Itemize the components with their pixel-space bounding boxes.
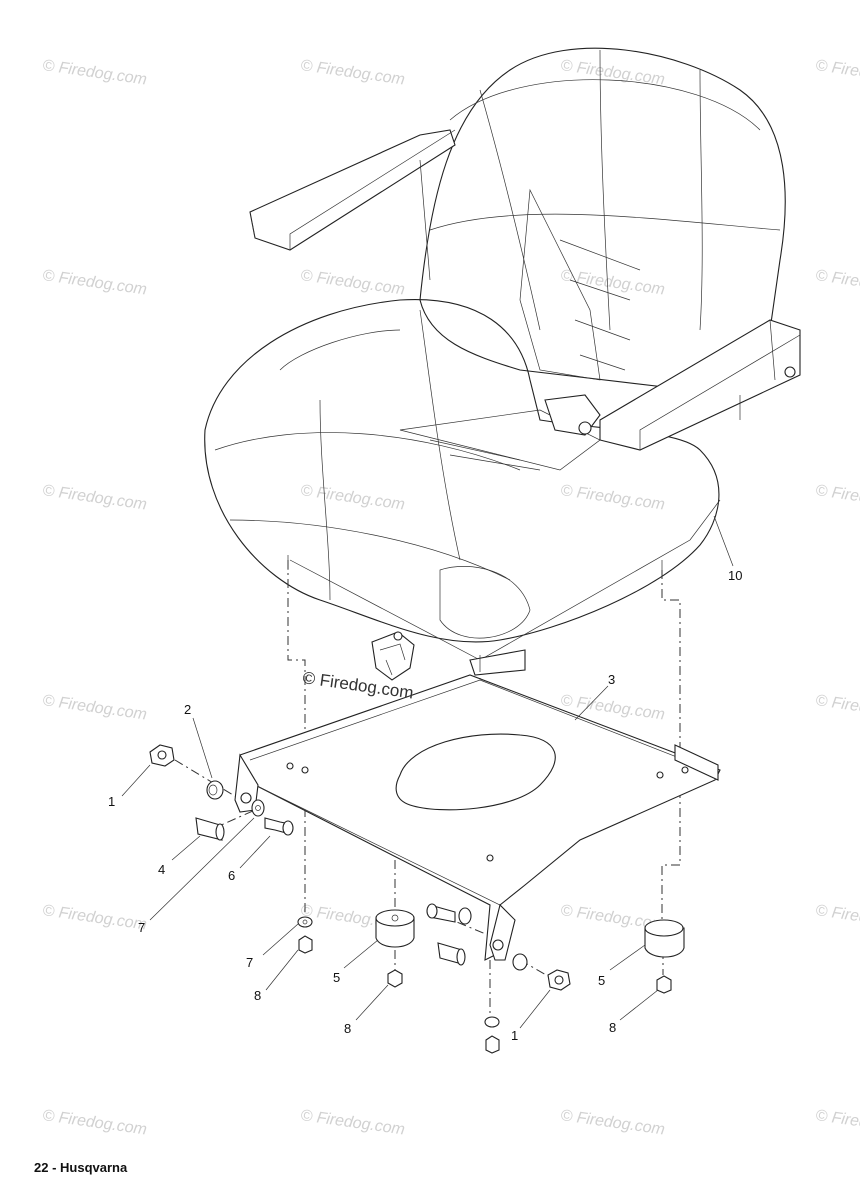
watermark: © Firedog.com [814,1107,860,1138]
washer [484,1016,500,1028]
watermark: © Firedog.com [41,902,147,933]
locknut [149,744,175,767]
watermark: © Firedog.com [41,57,147,88]
callout-8: 8 [344,1021,351,1036]
page-footer: 22 - Husqvarna [34,1160,128,1175]
watermark: © Firedog.com [559,482,665,513]
bolt [264,817,294,836]
isolator [644,919,685,958]
flange-nut [298,935,313,954]
locknut [547,969,571,991]
watermark: © Firedog.com [299,57,405,88]
mounting-plate [234,649,721,961]
callouts: 1 2 4 6 7 7 8 5 8 1 5 8 3 10 [108,568,742,1043]
callout-5: 5 [598,973,605,988]
seat [204,47,801,661]
watermark: © Firedog.com [299,267,405,298]
watermark-layer: © Firedog.com © Firedog.com © Firedog.co… [41,57,860,1138]
callout-8: 8 [254,988,261,1003]
watermark: © Firedog.com [299,482,405,513]
watermark: © Firedog.com [41,482,147,513]
watermark: © Firedog.com [41,1107,147,1138]
spacer [206,780,224,800]
bushing [195,817,225,841]
hardware [149,555,685,1054]
watermark: © Firedog.com [41,692,147,723]
callout-4: 4 [158,862,165,877]
callout-10: 10 [728,568,742,583]
watermark: © Firedog.com [814,692,860,723]
callout-1: 1 [511,1028,518,1043]
callout-1: 1 [108,794,115,809]
callout-7: 7 [246,955,253,970]
bushing [437,942,466,966]
bolt [426,903,456,923]
watermark: © Firedog.com [814,482,860,513]
flange-nut [485,1035,500,1054]
callout-7: 7 [138,920,145,935]
callout-6: 6 [228,868,235,883]
watermark: © Firedog.com [559,1107,665,1138]
spacer [512,953,528,971]
watermark: © Firedog.com [814,57,860,88]
callout-5: 5 [333,970,340,985]
leader-lines [121,515,734,1029]
isolator [375,909,415,948]
seat-switch [371,631,415,681]
washer [297,916,313,928]
callout-8: 8 [609,1020,616,1035]
watermark: © Firedog.com [41,267,147,298]
flange-nut [656,975,672,994]
callout-3: 3 [608,672,615,687]
washer [251,799,265,817]
watermark: © Firedog.com [814,902,860,933]
watermark: © Firedog.com [814,267,860,298]
callout-2: 2 [184,702,191,717]
watermark: © Firedog.com [299,1107,405,1138]
washer [458,907,472,925]
flange-nut [387,969,403,988]
